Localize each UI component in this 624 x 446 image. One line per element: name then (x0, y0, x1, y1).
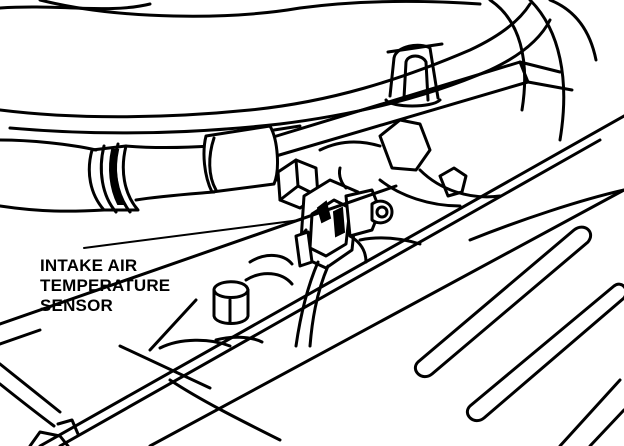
air-cleaner-housing (0, 0, 598, 142)
callout-leader-line (83, 219, 301, 249)
callout-line-2: TEMPERATURE (40, 276, 171, 295)
hose-coupling (0, 138, 140, 214)
intake-hose (124, 124, 302, 202)
lower-left-clips (28, 378, 624, 446)
fender-slot-upper (413, 225, 593, 379)
intake-air-temperature-sensor (294, 166, 394, 270)
callout-line-3: SENSOR (40, 296, 113, 315)
callout-line-1: INTAKE AIR (40, 256, 138, 275)
sensor-wiring (294, 234, 368, 348)
fender-slot-lower (465, 282, 624, 423)
intake-air-temperature-sensor-label: INTAKE AIR TEMPERATURE SENSOR (40, 256, 170, 316)
engine-block-details (148, 118, 502, 352)
upper-bracket (268, 60, 574, 158)
fender-rail (0, 114, 624, 446)
